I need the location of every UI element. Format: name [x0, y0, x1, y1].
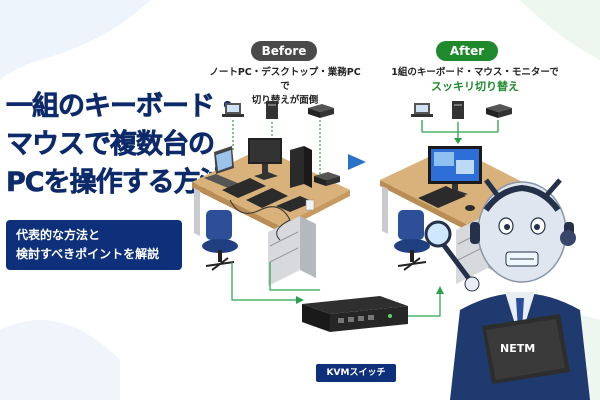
headline-line-1: 一組のキーボード・	[6, 91, 242, 123]
before-monitor	[248, 138, 282, 180]
transition-arrow-icon	[348, 154, 366, 170]
before-label: Before	[251, 41, 317, 61]
before-connectors	[232, 120, 321, 175]
kvm-connectors	[231, 262, 441, 317]
after-connectors	[421, 120, 499, 140]
before-desktop-tower-icon	[266, 101, 278, 119]
before-caption: ノートPC・デスクトップ・業務PCで 切り替えが面倒	[205, 66, 365, 108]
after-connector-arrow-icon	[454, 138, 462, 144]
kvm-left-arrow-icon	[296, 296, 304, 304]
before-mug	[305, 199, 315, 211]
kvm-right-arrow-icon	[436, 286, 444, 294]
headline: 一組のキーボード・ マウスで複数台の PCを操作する方法	[6, 88, 242, 202]
after-mini-pc-icon	[486, 104, 512, 118]
after-desktop-tower-icon	[452, 101, 464, 119]
before-caption-line-1: ノートPC・デスクトップ・業務PCで	[209, 67, 361, 92]
robot-tablet-text: NETM	[500, 342, 535, 355]
after-monitor	[428, 146, 482, 198]
before-mini-pc-icon	[308, 104, 334, 118]
after-caption-line-1: 1組のキーボード・マウス・モニターで	[391, 67, 559, 78]
before-laptop-icon	[222, 103, 244, 117]
subtitle-line-2: 検討すべきポイントを解説	[16, 247, 160, 261]
before-tower-pc	[290, 146, 312, 188]
subtitle-box: 代表的な方法と 検討すべきポイントを解説	[6, 220, 182, 270]
headline-line-2: マウスで複数台の	[6, 129, 216, 161]
before-keyboards	[222, 178, 314, 212]
before-cables	[229, 199, 291, 241]
kvm-switch	[302, 296, 408, 332]
after-chair	[394, 210, 430, 271]
before-laptop	[204, 146, 240, 188]
after-keyboard	[418, 186, 475, 211]
headline-line-3: PCを操作する方法	[6, 167, 227, 199]
robot-mascot	[424, 178, 590, 400]
before-caption-line-2: 切り替えが面倒	[251, 95, 319, 106]
kvm-label: KVMスイッチ	[316, 364, 396, 382]
before-mini-pc	[314, 172, 340, 186]
subtitle-line-1: 代表的な方法と	[16, 228, 101, 242]
before-chair	[202, 210, 238, 271]
after-laptop-icon	[411, 103, 433, 117]
after-label: After	[436, 41, 498, 61]
after-caption-line-2: スッキリ切り替え	[431, 80, 519, 93]
